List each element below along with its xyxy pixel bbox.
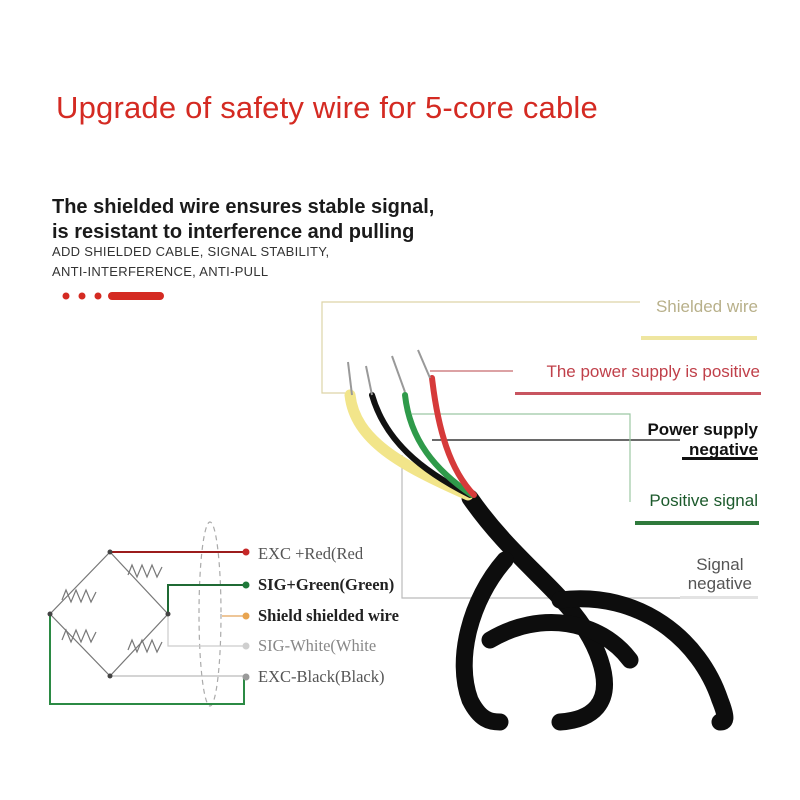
- intro-headline-1: The shielded wire ensures stable signal,: [52, 196, 435, 218]
- wiring-sig-white: SIG-White(White: [258, 636, 377, 655]
- page-title: Upgrade of safety wire for 5-core cable: [56, 90, 598, 125]
- callout-power-positive: The power supply is positive: [546, 362, 760, 381]
- intro-caption-2: ANTI-INTERFERENCE, ANTI-PULL: [52, 264, 269, 279]
- wire-tips: [347, 349, 431, 396]
- bridge-leads: [49, 551, 245, 705]
- wiring-sig-green: SIG+Green(Green): [258, 575, 395, 594]
- callout-shielded-wire: Shielded wire: [655, 297, 758, 316]
- callout-signal-negative: Signal negative: [688, 555, 752, 593]
- cable-jacket: [455, 489, 734, 731]
- intro-headline-2: is resistant to interference and pulling: [52, 221, 415, 243]
- decorative-dots: [62, 292, 164, 300]
- callout-positive-signal: Positive signal: [649, 491, 758, 510]
- cable-wires: [344, 375, 477, 501]
- bridge-circuit: [49, 521, 222, 707]
- callout-signal-negative-line2: negative: [687, 574, 752, 593]
- callout-power-negative: Power supply negative: [647, 420, 758, 460]
- bridge-aux-leads: [110, 614, 244, 677]
- intro-caption-1: ADD SHIELDED CABLE, SIGNAL STABILITY,: [52, 244, 330, 259]
- callout-signal-negative-line1: Signal: [696, 555, 744, 574]
- callout-power-negative-line1: Power supply: [647, 420, 758, 439]
- wiring-shield: Shield shielded wire: [258, 606, 399, 625]
- callout-power-negative-line2: negative: [689, 440, 758, 459]
- callout-underlines: [515, 336, 761, 599]
- wiring-exc-red: EXC +Red(Red: [258, 544, 364, 563]
- wiring-exc-black: EXC-Black(Black): [258, 667, 385, 686]
- bridge-terminals: [47, 548, 250, 681]
